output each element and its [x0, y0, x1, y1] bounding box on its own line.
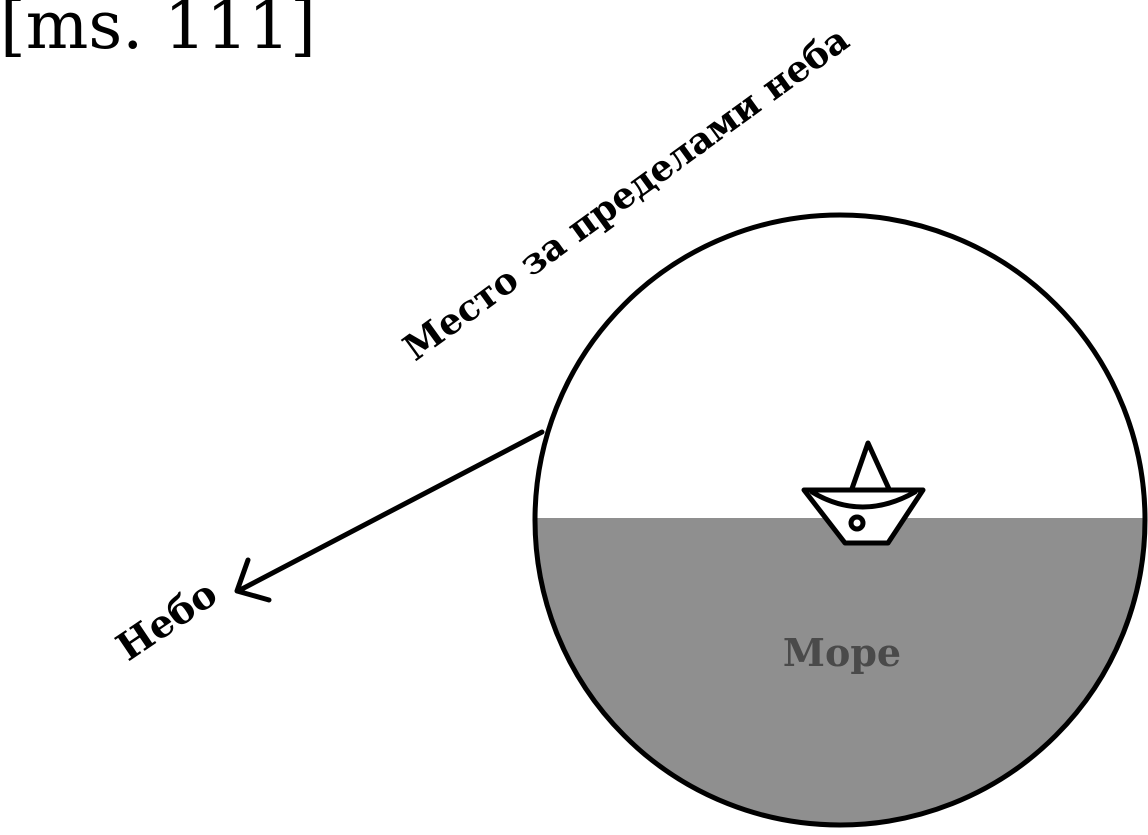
sky-label: Небо — [108, 570, 225, 669]
sky-sphere-outline — [532, 212, 1148, 828]
sky-arrow — [234, 429, 545, 603]
outside-sky-label: Место за пределами неба — [396, 18, 857, 369]
paper-boat-icon — [801, 440, 926, 546]
manuscript-page-reference: [ms. 111] — [0, 0, 316, 64]
sea-area — [535, 518, 1145, 825]
sea-label: Море — [783, 630, 901, 675]
